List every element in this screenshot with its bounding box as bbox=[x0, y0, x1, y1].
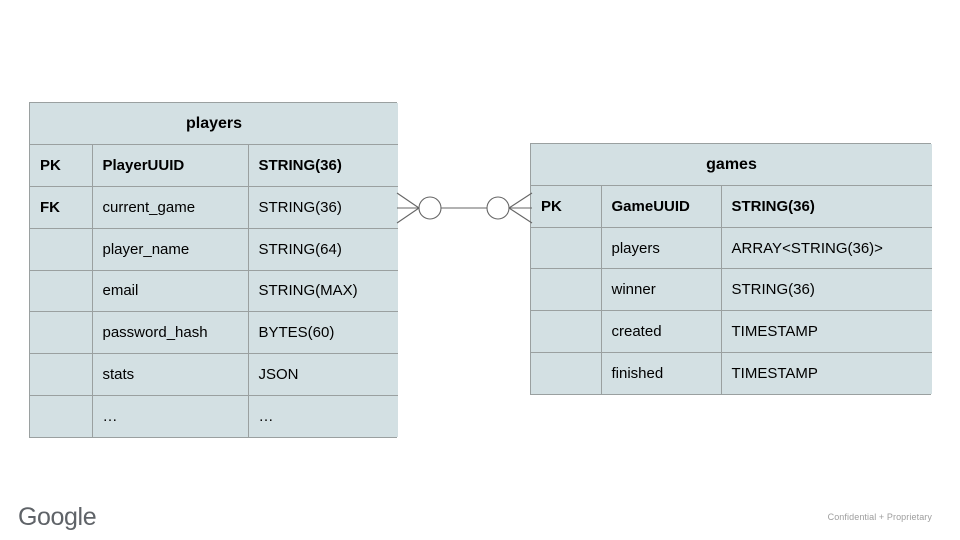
crowsfoot-right-upper-prong bbox=[508, 192, 533, 209]
games-row-1-field: players bbox=[600, 226, 722, 270]
players-row-6-field: … bbox=[91, 394, 249, 437]
games-row-1-key bbox=[531, 226, 602, 270]
players-table: players PK PlayerUUID STRING(36) FK curr… bbox=[30, 103, 399, 437]
table-row[interactable]: finished TIMESTAMP bbox=[531, 351, 933, 394]
games-row-0-key: PK bbox=[531, 185, 602, 228]
games-row-4-type: TIMESTAMP bbox=[720, 351, 933, 394]
players-row-2-field: player_name bbox=[91, 227, 249, 271]
players-row-1-key: FK bbox=[30, 186, 93, 229]
players-row-0-type: STRING(36) bbox=[247, 144, 399, 187]
relationship-connector-players-games[interactable] bbox=[392, 180, 538, 238]
players-row-4-type: BYTES(60) bbox=[247, 311, 399, 354]
players-row-1-type: STRING(36) bbox=[247, 186, 399, 229]
games-row-4-field: finished bbox=[600, 351, 722, 394]
google-logo: Google bbox=[18, 503, 97, 531]
players-row-5-type: JSON bbox=[247, 353, 399, 396]
players-row-0-field: PlayerUUID bbox=[91, 144, 249, 187]
games-row-2-type: STRING(36) bbox=[720, 268, 933, 312]
games-row-2-field: winner bbox=[600, 268, 722, 312]
players-row-1-field: current_game bbox=[91, 186, 249, 229]
games-table: games PK GameUUID STRING(36) players ARR… bbox=[531, 144, 933, 394]
table-row[interactable]: FK current_game STRING(36) bbox=[30, 186, 399, 229]
entity-table-games[interactable]: games PK GameUUID STRING(36) players ARR… bbox=[530, 143, 933, 395]
table-row[interactable]: email STRING(MAX) bbox=[30, 269, 399, 313]
players-row-6-type: … bbox=[247, 394, 399, 437]
confidentiality-note: Confidential + Proprietary bbox=[827, 512, 932, 522]
players-row-3-key bbox=[30, 269, 93, 313]
games-row-4-key bbox=[531, 351, 602, 394]
games-row-2-key bbox=[531, 268, 602, 312]
games-row-0-field: GameUUID bbox=[600, 185, 722, 228]
players-row-3-field: email bbox=[91, 269, 249, 313]
table-row[interactable]: stats JSON bbox=[30, 353, 399, 396]
players-title: players bbox=[30, 103, 399, 146]
players-row-6-key bbox=[30, 394, 93, 437]
games-row-1-type: ARRAY<STRING(36)> bbox=[720, 226, 933, 270]
players-title-row: players bbox=[30, 103, 399, 146]
games-title-row: games bbox=[531, 144, 933, 187]
players-row-5-key bbox=[30, 353, 93, 396]
crowsfoot-left-upper-prong bbox=[396, 192, 420, 209]
games-title: games bbox=[531, 144, 933, 187]
crowsfoot-right-lower-prong bbox=[508, 207, 533, 224]
table-row[interactable]: players ARRAY<STRING(36)> bbox=[531, 226, 933, 270]
table-row[interactable]: PK GameUUID STRING(36) bbox=[531, 185, 933, 228]
crowsfoot-left-lower-prong bbox=[396, 207, 420, 224]
cardinality-zero-circle-right bbox=[486, 196, 510, 220]
players-row-5-field: stats bbox=[91, 353, 249, 396]
players-row-4-field: password_hash bbox=[91, 311, 249, 354]
players-row-2-type: STRING(64) bbox=[247, 227, 399, 271]
players-row-3-type: STRING(MAX) bbox=[247, 269, 399, 313]
games-row-0-type: STRING(36) bbox=[720, 185, 933, 228]
games-row-3-field: created bbox=[600, 310, 722, 353]
games-row-3-key bbox=[531, 310, 602, 353]
games-row-3-type: TIMESTAMP bbox=[720, 310, 933, 353]
entity-table-players[interactable]: players PK PlayerUUID STRING(36) FK curr… bbox=[29, 102, 399, 438]
table-row[interactable]: created TIMESTAMP bbox=[531, 310, 933, 353]
players-row-0-key: PK bbox=[30, 144, 93, 187]
table-row[interactable]: player_name STRING(64) bbox=[30, 227, 399, 271]
table-row[interactable]: PK PlayerUUID STRING(36) bbox=[30, 144, 399, 187]
table-row[interactable]: winner STRING(36) bbox=[531, 268, 933, 312]
players-row-4-key bbox=[30, 311, 93, 354]
table-row[interactable]: … … bbox=[30, 394, 399, 437]
cardinality-zero-circle-left bbox=[418, 196, 442, 220]
players-row-2-key bbox=[30, 227, 93, 271]
table-row[interactable]: password_hash BYTES(60) bbox=[30, 311, 399, 354]
